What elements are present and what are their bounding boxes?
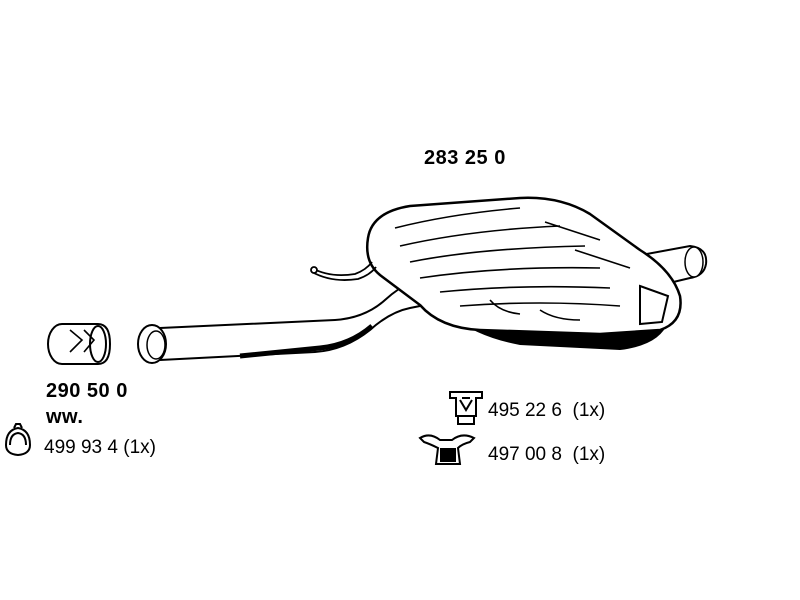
hanger-icon	[449, 391, 483, 425]
hanger-1-number: 495 22 6	[488, 400, 562, 421]
ring-part-number: 499 93 4	[44, 437, 118, 458]
clamp-icon	[47, 323, 112, 365]
hanger-1-label: 495 22 6 (1x)	[488, 401, 605, 420]
hanger-2-label: 497 00 8 (1x)	[488, 445, 605, 464]
hanger-1-qty: (1x)	[572, 400, 606, 421]
clamp-part-number: 290 50 0	[46, 380, 128, 402]
muffler	[366, 196, 682, 350]
ring-part-label: 499 93 4 (1x)	[44, 438, 156, 457]
pipe-inlet	[137, 324, 167, 364]
hanger-2-qty: (1x)	[572, 444, 606, 465]
main-part-number: 283 25 0	[424, 147, 506, 169]
ring-part-qty: (1x)	[123, 437, 156, 458]
hanger-2-number: 497 00 8	[488, 444, 562, 465]
clamp-note: ww.	[46, 406, 84, 428]
rubber-mount-icon	[418, 434, 476, 465]
ring-gasket-icon	[4, 423, 32, 457]
sensor-cable	[310, 261, 377, 281]
